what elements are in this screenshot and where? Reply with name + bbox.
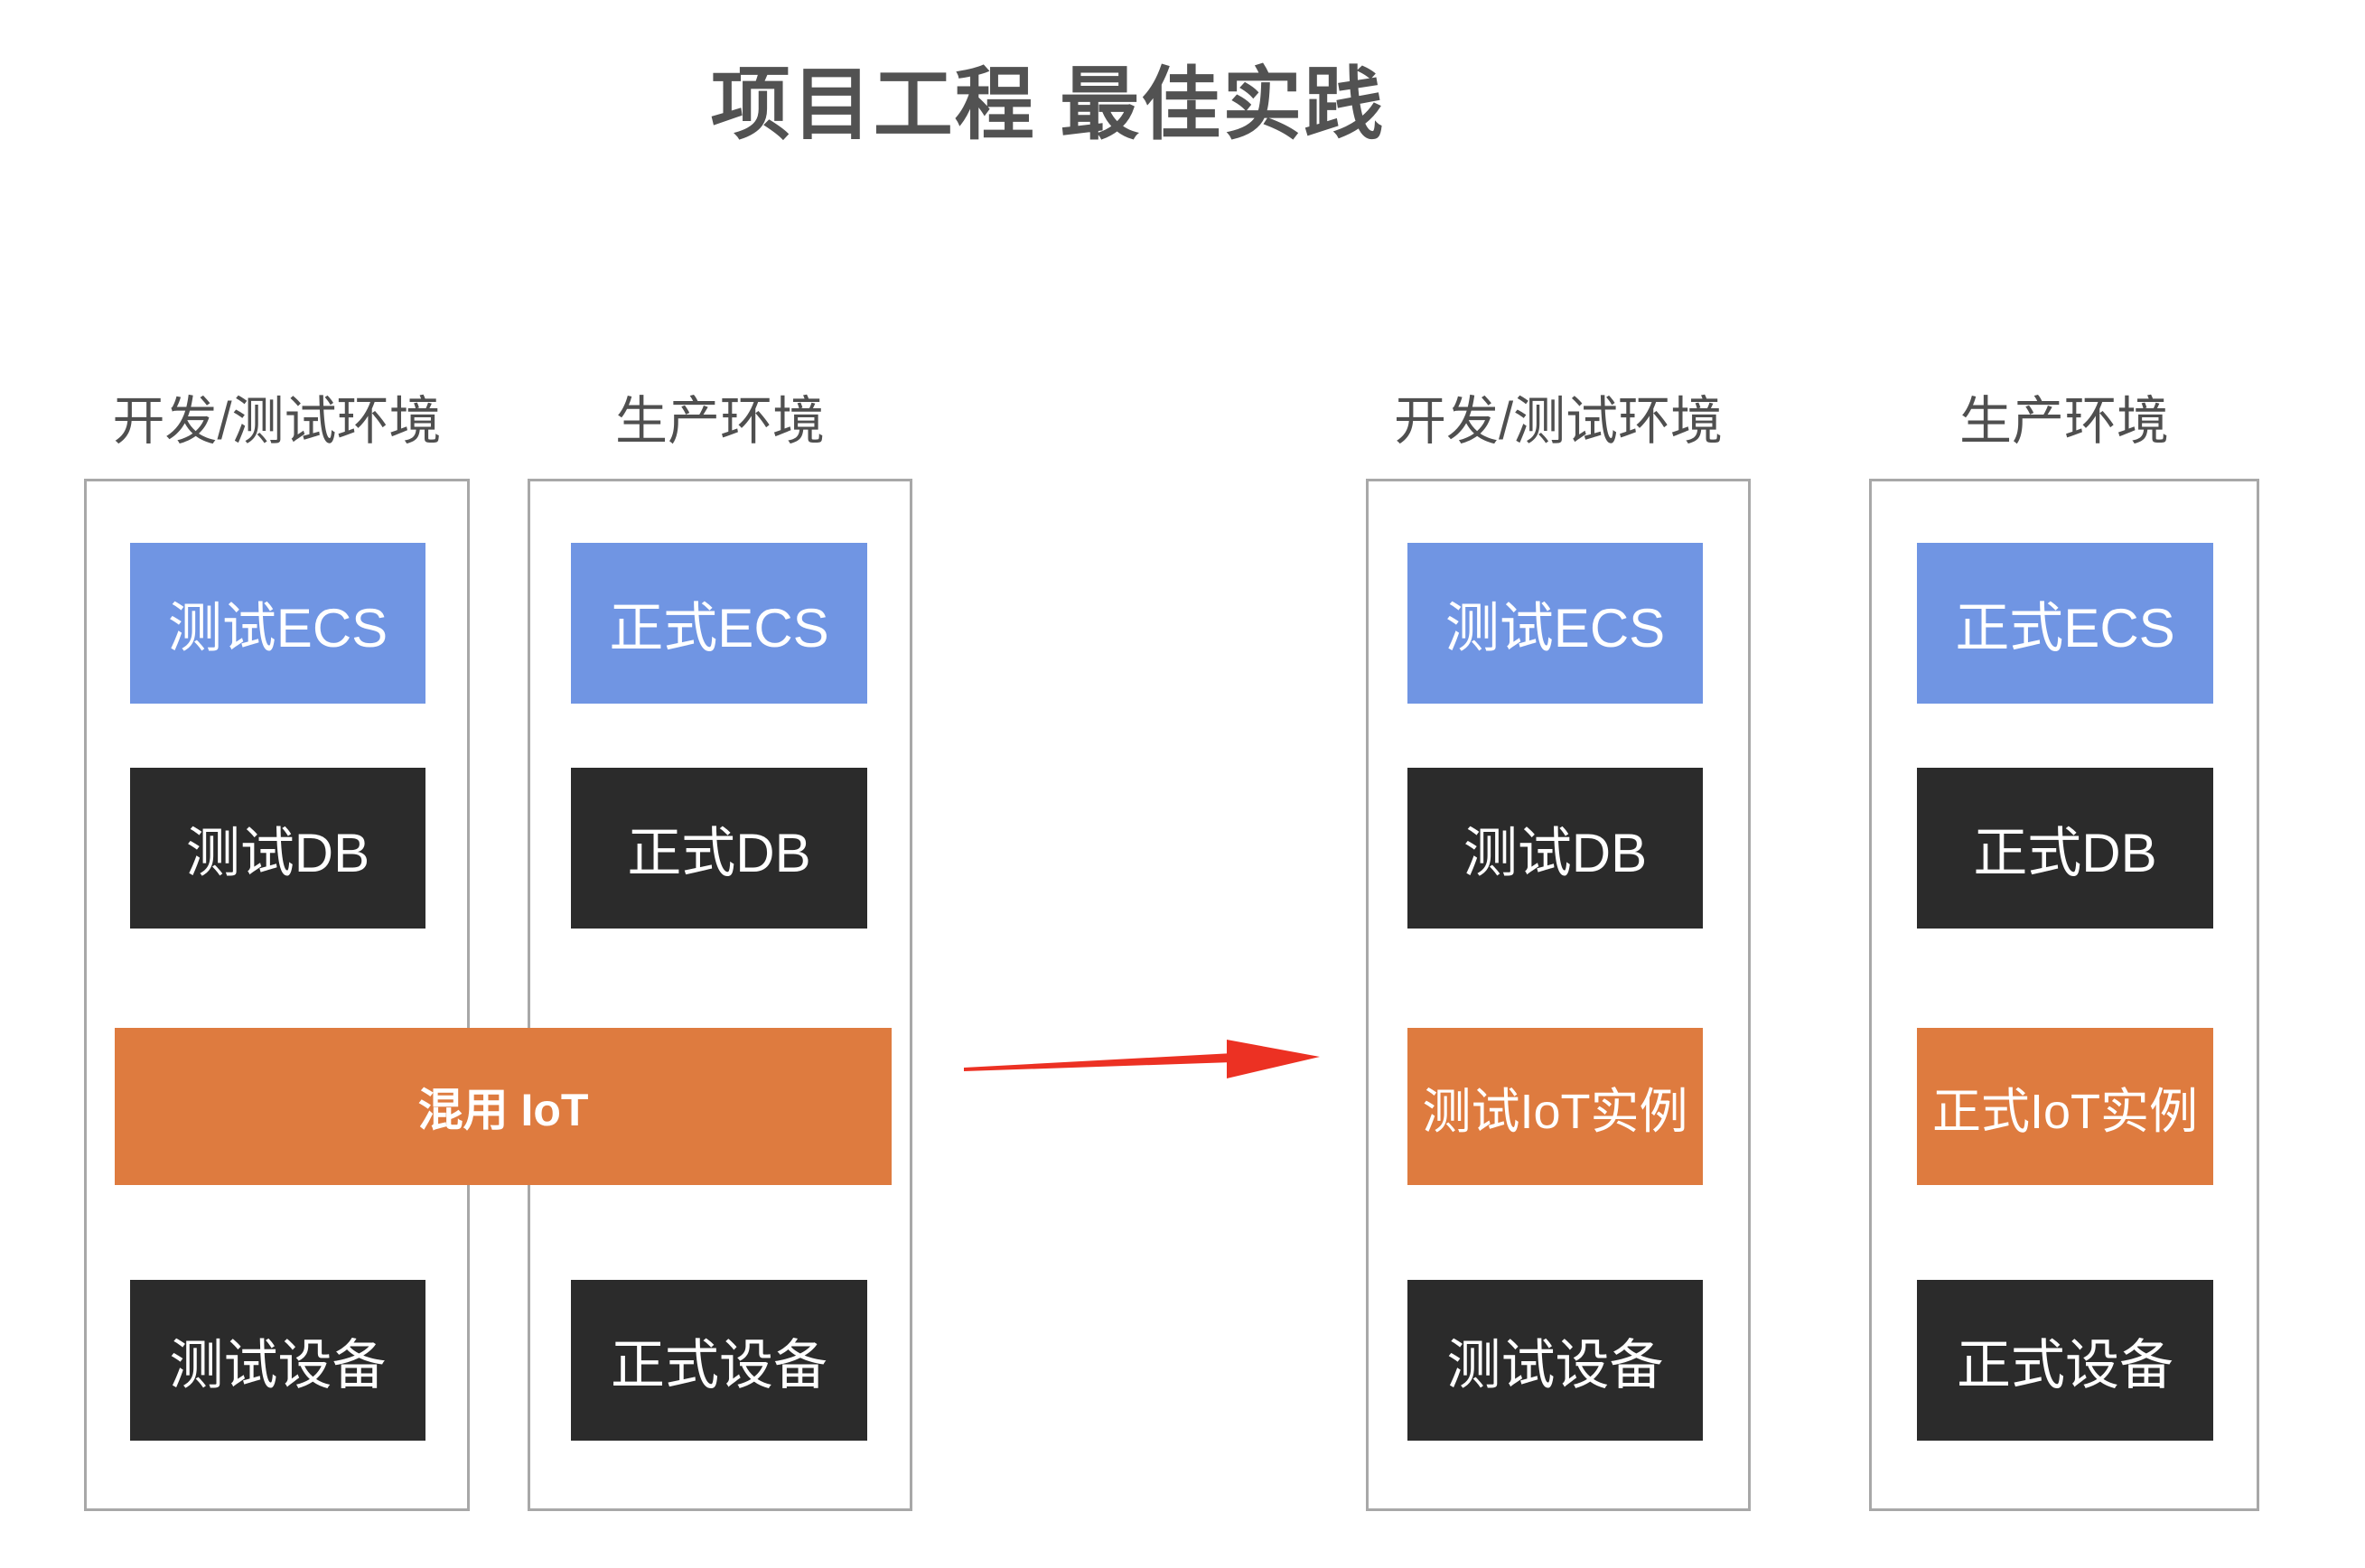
- node-prod-ecs-left: 正式ECS: [571, 543, 867, 704]
- node-prod-ecs-right: 正式ECS: [1917, 543, 2213, 704]
- node-test-iot-instance: 测试IoT实例: [1407, 1028, 1703, 1185]
- arrow-right-icon: [964, 1040, 1320, 1078]
- node-prod-device-right: 正式设备: [1917, 1280, 2213, 1441]
- header-left-prod-env: 生产环境: [614, 392, 825, 451]
- header-left-dev-env: 开发/测试环境: [112, 392, 442, 451]
- node-test-ecs-right: 测试ECS: [1407, 543, 1703, 704]
- node-test-db-right: 测试DB: [1407, 768, 1703, 929]
- header-right-prod-env: 生产环境: [1958, 392, 2169, 451]
- node-test-device-left: 测试设备: [130, 1280, 425, 1441]
- node-test-device-right: 测试设备: [1407, 1280, 1703, 1441]
- header-right-dev-env: 开发/测试环境: [1393, 392, 1724, 451]
- page-title: 项目工程 最佳实践: [710, 60, 1386, 149]
- node-test-ecs-left: 测试ECS: [130, 543, 425, 704]
- node-mixed-iot-shared: 混用 IoT: [115, 1028, 892, 1185]
- node-prod-db-right: 正式DB: [1917, 768, 2213, 929]
- node-prod-device-left: 正式设备: [571, 1280, 867, 1441]
- node-prod-iot-instance: 正式IoT实例: [1917, 1028, 2213, 1185]
- node-test-db-left: 测试DB: [130, 768, 425, 929]
- node-prod-db-left: 正式DB: [571, 768, 867, 929]
